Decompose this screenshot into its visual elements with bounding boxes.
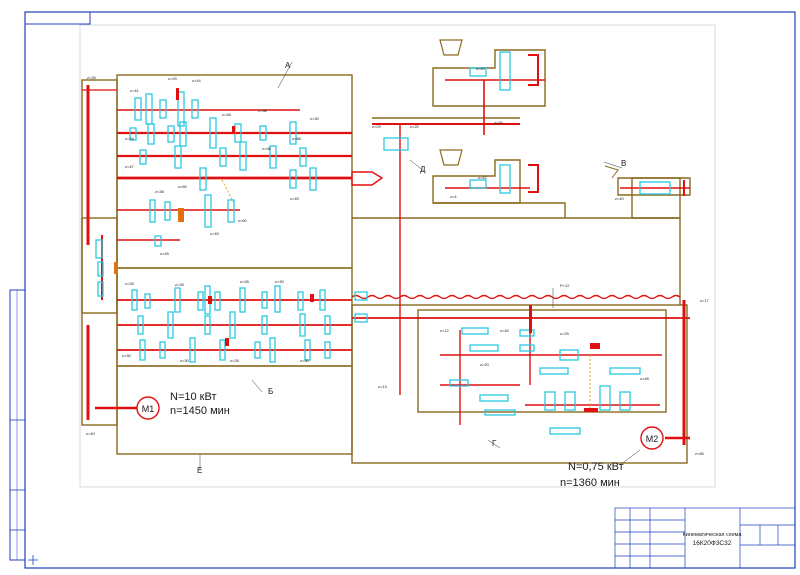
- svg-text:z=40: z=40: [476, 66, 486, 71]
- drawing-area: [79, 24, 716, 488]
- svg-text:z=28: z=28: [240, 279, 250, 284]
- motor-m2-name: М2: [646, 434, 659, 444]
- motor-m2: М2: [640, 426, 664, 450]
- svg-text:z=47: z=47: [125, 164, 135, 169]
- svg-text:z=30: z=30: [310, 116, 320, 121]
- svg-text:P=12: P=12: [560, 283, 570, 288]
- svg-text:z=38: z=38: [262, 146, 272, 151]
- motor-m1: М1: [136, 396, 160, 420]
- svg-text:z=45: z=45: [500, 328, 510, 333]
- svg-text:z=13: z=13: [378, 384, 388, 389]
- svg-text:z=30: z=30: [300, 358, 310, 363]
- svg-text:z=40: z=40: [86, 431, 96, 436]
- svg-text:z=58: z=58: [258, 108, 268, 113]
- label-section-d: Д: [420, 165, 426, 174]
- svg-text:z=65: z=65: [695, 451, 705, 456]
- sheet-frame: [9, 11, 796, 569]
- svg-text:z=45: z=45: [160, 251, 170, 256]
- lower-slide-outline: [432, 159, 521, 204]
- label-section-a: А: [285, 61, 291, 70]
- motor-m2-power: N=0,75 кВт: [568, 461, 624, 473]
- svg-text:z=38: z=38: [155, 189, 165, 194]
- svg-text:z=40: z=40: [615, 196, 625, 201]
- carriage-outline: [433, 202, 566, 218]
- svg-text:z=41: z=41: [130, 88, 140, 93]
- title-block: [614, 507, 796, 569]
- motor-m2-speed: n=1360 мин: [560, 477, 620, 489]
- svg-text:z=48: z=48: [222, 112, 232, 117]
- shafts: [82, 54, 690, 445]
- tooth-annotations: z=26 z=41 z=29 z=44 z=48 z=58 z=30 z=34 …: [86, 66, 710, 456]
- svg-text:z=28: z=28: [175, 282, 185, 287]
- svg-text:z=45: z=45: [290, 196, 300, 201]
- svg-text:z=34: z=34: [125, 136, 135, 141]
- svg-text:z=60: z=60: [238, 218, 248, 223]
- clutches: [114, 88, 600, 412]
- svg-text:z=44: z=44: [192, 78, 202, 83]
- svg-text:z=30: z=30: [494, 120, 504, 125]
- motor-m1-speed: n=1450 мин: [170, 405, 230, 417]
- svg-text:z=30: z=30: [122, 353, 132, 358]
- tailstock-outline: [631, 177, 681, 219]
- tailstock-head: [617, 177, 691, 196]
- label-section-g: Г: [492, 439, 497, 448]
- lead-screw: [351, 294, 681, 300]
- gears: [95, 51, 671, 435]
- svg-text:z=29: z=29: [168, 76, 178, 81]
- corner-marks: [28, 555, 38, 565]
- spindle-nose: [351, 171, 384, 186]
- svg-text:z=60: z=60: [178, 184, 188, 189]
- left-drive-housing: [81, 79, 118, 426]
- motor-m1-power: N=10 кВт: [170, 391, 216, 403]
- label-section-b: Б: [268, 387, 273, 396]
- svg-text:z=26: z=26: [125, 281, 135, 286]
- apron-inner: [417, 309, 667, 413]
- svg-text:z=48: z=48: [640, 376, 650, 381]
- svg-text:z=88: z=88: [292, 136, 302, 141]
- svg-text:z=30: z=30: [275, 279, 285, 284]
- title-line-1: Кинематическая схема: [683, 532, 743, 538]
- svg-text:z=30: z=30: [180, 358, 190, 363]
- svg-text:z=4: z=4: [450, 194, 457, 199]
- top-slide-outline: [432, 49, 546, 107]
- title-line-2: 16К20Ф3С32: [693, 540, 732, 547]
- svg-text:z=26: z=26: [87, 75, 97, 80]
- svg-text:z=17: z=17: [700, 298, 710, 303]
- svg-text:z=42: z=42: [478, 175, 488, 180]
- svg-text:z=28: z=28: [230, 358, 240, 363]
- label-section-v: В: [621, 159, 626, 168]
- label-section-e: Е: [197, 466, 202, 475]
- motor-m1-name: М1: [142, 404, 155, 414]
- svg-text:z=45: z=45: [210, 231, 220, 236]
- leader-lines: [199, 61, 641, 470]
- svg-text:z=29: z=29: [372, 124, 382, 129]
- svg-text:z=20: z=20: [480, 362, 490, 367]
- svg-text:z=12: z=12: [440, 328, 450, 333]
- apron-outer: [351, 304, 688, 464]
- svg-text:z=25: z=25: [560, 331, 570, 336]
- svg-text:z=20: z=20: [410, 124, 420, 129]
- bed-outline: [352, 217, 681, 305]
